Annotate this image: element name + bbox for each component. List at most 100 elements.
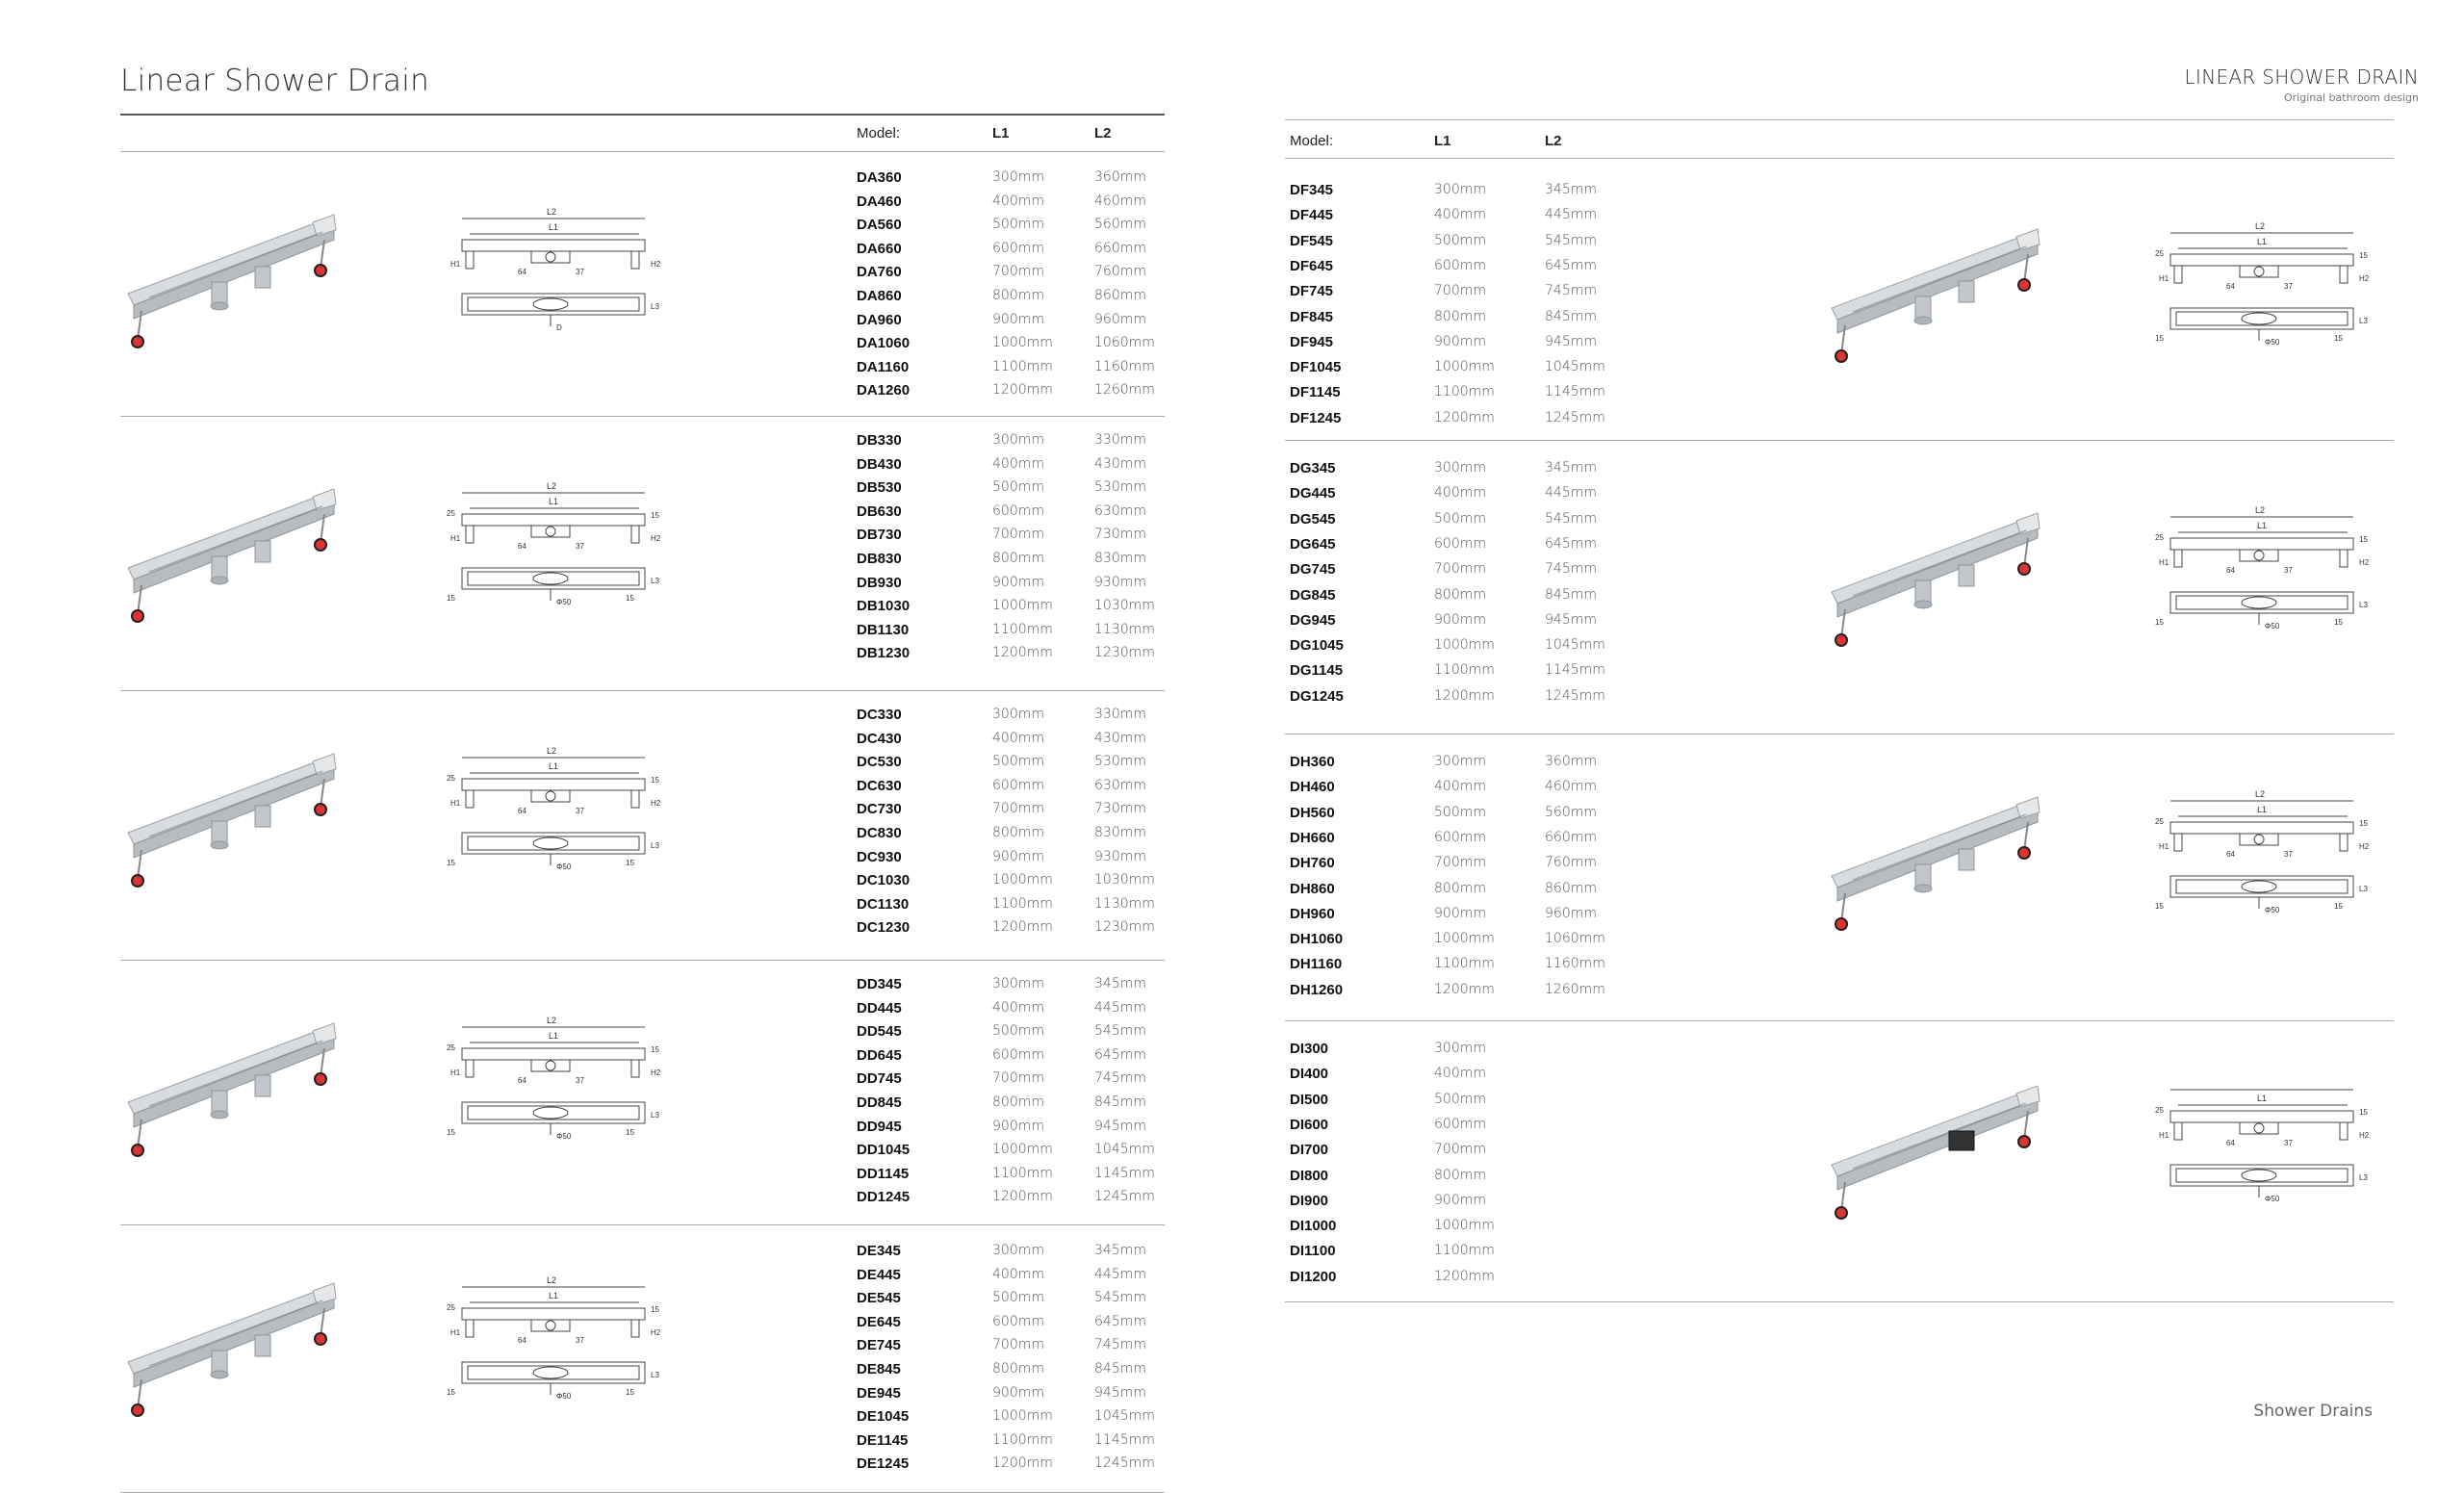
label-15-left: 15	[2155, 902, 2164, 911]
drain-product-image	[127, 1022, 337, 1157]
top-view-channel	[461, 293, 646, 316]
l2-value: 1030mm	[1094, 598, 1155, 614]
l1-value: 500mm	[992, 479, 1044, 496]
model-code: DG445	[1290, 485, 1336, 502]
drain-outlet-end	[210, 840, 229, 850]
l2-value: 360mm	[1545, 754, 1597, 769]
l2-value: 1145mm	[1545, 662, 1605, 679]
l1-value: 700mm	[992, 264, 1044, 280]
l2-value: 1060mm	[1545, 931, 1605, 947]
label-25: 25	[2155, 817, 2164, 826]
l2-value: 545mm	[1094, 1290, 1146, 1306]
l2-value: 960mm	[1545, 905, 1597, 921]
l2-value: 760mm	[1094, 264, 1146, 280]
side-view-trap	[545, 1320, 556, 1331]
label-l3: L3	[651, 577, 659, 585]
group-divider	[120, 960, 1165, 961]
l1-value: 600mm	[992, 1046, 1044, 1063]
model-code: DB530	[857, 479, 902, 497]
label-15-right: 15	[2334, 618, 2343, 627]
label-l1: L1	[549, 497, 558, 506]
l2-value: 645mm	[1094, 1313, 1146, 1329]
model-code: DE645	[857, 1313, 901, 1330]
side-view-channel	[2169, 253, 2354, 267]
model-code: DH960	[1290, 905, 1335, 922]
model-code: DF545	[1290, 232, 1334, 249]
l2-value: 560mm	[1545, 804, 1597, 820]
top-view-grate	[2175, 311, 2348, 326]
l2-value: 460mm	[1094, 193, 1146, 209]
l2-value: 345mm	[1545, 460, 1597, 476]
l1-value: 500mm	[1434, 510, 1486, 527]
label-25: 25	[447, 509, 455, 518]
drain-end-flange	[2015, 228, 2040, 251]
drain-foot	[314, 1072, 327, 1086]
label-15-right: 15	[626, 859, 634, 867]
l1-value: 500mm	[992, 1290, 1044, 1306]
label-h1: H1	[2159, 842, 2169, 851]
top-view-outlet	[532, 1366, 569, 1379]
l2-value: 545mm	[1545, 232, 1597, 248]
l1-value: 1100mm	[1434, 956, 1495, 972]
model-code: DF745	[1290, 283, 1334, 300]
drain-leg	[320, 1047, 325, 1078]
side-view-outlet	[530, 789, 571, 803]
drain-trap	[254, 540, 271, 563]
label-l1: L1	[549, 1031, 558, 1041]
right-header-rule	[1285, 158, 2394, 159]
top-view-channel	[461, 1101, 646, 1124]
l2-value: 845mm	[1545, 308, 1597, 324]
l1-value: 1100mm	[992, 358, 1053, 374]
l2-value: 1245mm	[1094, 1189, 1155, 1205]
model-code: DI1100	[1290, 1243, 1336, 1260]
l2-value: 1045mm	[1094, 1408, 1155, 1425]
label-h1: H1	[2159, 558, 2169, 567]
label-37: 37	[2284, 282, 2293, 291]
model-code: DA760	[857, 264, 902, 281]
label-h2: H2	[651, 799, 661, 808]
grate-line	[1852, 245, 2027, 313]
top-view-channel	[461, 832, 646, 855]
l1-value: 500mm	[992, 217, 1044, 233]
top-view-channel	[2169, 307, 2354, 330]
label-outlet-diameter: Φ50	[2265, 1195, 2280, 1203]
l1-value: 300mm	[1434, 182, 1486, 197]
model-code: DB730	[857, 527, 902, 544]
model-code: DD345	[857, 976, 902, 992]
drain-channel-side	[133, 227, 335, 320]
label-15-left: 15	[447, 859, 455, 867]
label-h1: H1	[450, 1068, 461, 1077]
l2-value: 645mm	[1545, 257, 1597, 273]
label-l2: L2	[547, 1275, 556, 1285]
top-view-channel	[2169, 1164, 2354, 1187]
drain-leg	[2023, 821, 2029, 852]
drain-product-image	[1831, 228, 2040, 363]
side-view-channel	[461, 1307, 646, 1321]
model-code: DC330	[857, 707, 902, 723]
label-l1: L1	[549, 1291, 558, 1300]
model-code: DF345	[1290, 182, 1334, 198]
l1-value: 500mm	[1434, 1091, 1486, 1107]
l2-value: 960mm	[1094, 311, 1146, 327]
l2-value: 530mm	[1094, 754, 1146, 770]
model-code: DB930	[857, 574, 902, 591]
model-code: DD745	[857, 1070, 902, 1088]
model-code: DD645	[857, 1046, 902, 1064]
label-15-left: 15	[447, 1388, 455, 1397]
grate-line	[1852, 529, 2027, 597]
model-code: DG945	[1290, 611, 1336, 629]
model-code: DA1060	[857, 335, 911, 352]
grate-line	[1852, 813, 2027, 881]
right-header-l2: L2	[1545, 133, 1562, 149]
drain-grate	[127, 757, 335, 845]
l2-value: 945mm	[1545, 333, 1597, 349]
drain-product-image	[1831, 512, 2040, 647]
l2-value: 945mm	[1545, 611, 1597, 628]
l1-value: 1000mm	[992, 1142, 1053, 1158]
l1-value: 1000mm	[992, 872, 1053, 888]
label-l1: L1	[2257, 1094, 2267, 1103]
label-37: 37	[576, 542, 584, 551]
l1-value: 800mm	[1434, 586, 1486, 603]
l1-value: 700mm	[992, 1337, 1044, 1353]
